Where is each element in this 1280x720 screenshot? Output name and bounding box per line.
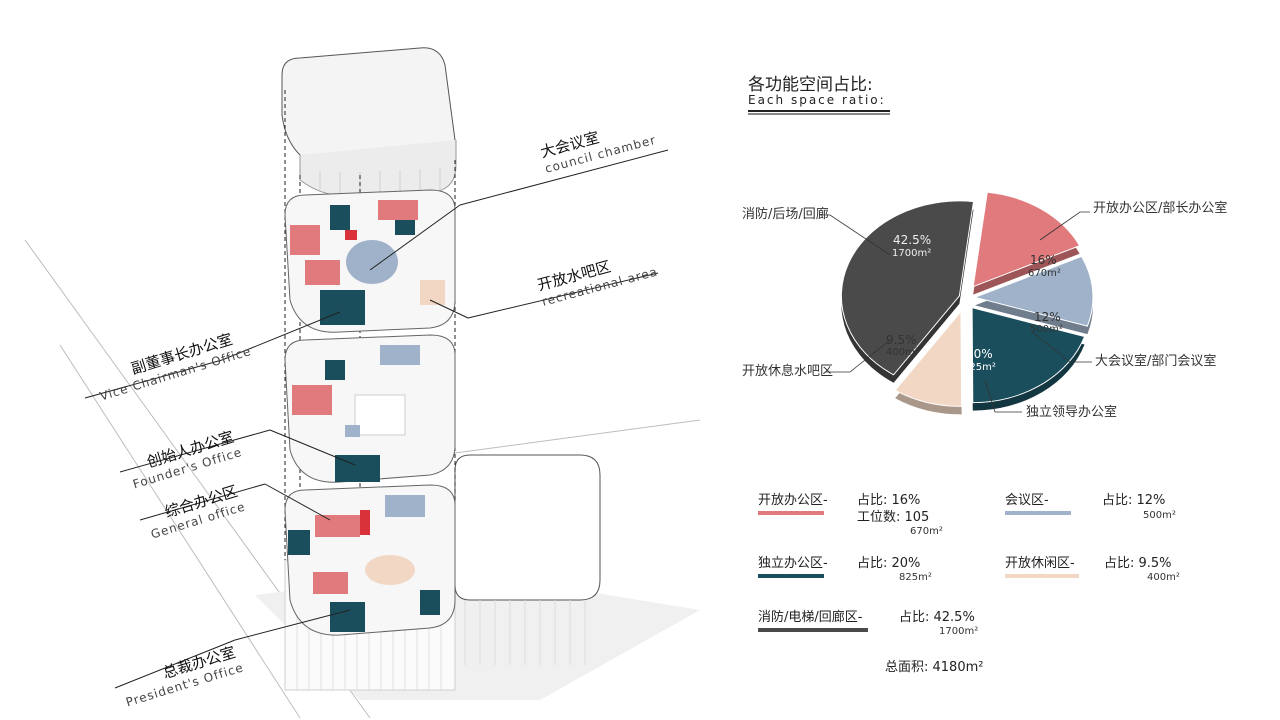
legend-meeting: 会议区- — [1005, 489, 1071, 515]
pie-slice — [894, 310, 963, 407]
floor-middle — [284, 334, 456, 483]
chart-title-en: Each space ratio: — [748, 93, 886, 107]
legend-name: 消防/电梯/回廊区- — [758, 606, 868, 632]
legend-ratio: 占比: 42.5% — [899, 610, 975, 625]
floor-bottom — [284, 484, 456, 636]
legend-area: 1700m² — [939, 626, 979, 637]
slice-percent: 9.5% — [886, 333, 917, 347]
legend-name: 开放休闲区- — [1005, 552, 1079, 578]
legend-leader-office: 独立办公区- — [758, 552, 828, 578]
slice-percent: 12% — [1034, 310, 1061, 324]
legend-open-office: 开放办公区- — [758, 489, 828, 515]
pie-label-open-office: 开放办公区/部长办公室 — [1093, 201, 1228, 216]
slice-area: 1700m² — [892, 248, 932, 259]
slice-area: 670m² — [1028, 268, 1061, 279]
legend-circulation: 消防/电梯/回廊区- — [758, 606, 868, 632]
legend-name: 开放办公区- — [758, 489, 828, 515]
legend-ratio: 占比: 20% — [857, 556, 921, 571]
legend-area: 825m² — [899, 572, 932, 583]
legend-area: 670m² — [910, 526, 943, 537]
legend-lounge: 开放休闲区- — [1005, 552, 1079, 578]
pie-slice — [973, 255, 1094, 327]
pie-label-leader-office: 独立领导办公室 — [1026, 405, 1118, 420]
legend-name: 会议区- — [1005, 489, 1071, 515]
slice-area: 500m² — [1030, 324, 1063, 335]
title-underline-shadow — [748, 113, 890, 115]
pie-leader-line — [825, 339, 891, 373]
legend-ratio: 占比: 12% — [1102, 493, 1166, 508]
pie-leader-line — [1029, 329, 1092, 363]
slice-area: 400m² — [886, 347, 919, 358]
legend-name: 独立办公区- — [758, 552, 828, 578]
legend-ratio: 占比: 16% — [857, 493, 921, 508]
legend-area: 500m² — [1143, 510, 1176, 521]
chart-title-cn: 各功能空间占比: — [748, 75, 873, 95]
floor-top — [284, 189, 456, 333]
pie-label-lounge: 开放休息水吧区 — [742, 364, 834, 379]
title-underline — [748, 110, 890, 112]
pie-label-meeting: 大会议室/部门会议室 — [1095, 354, 1217, 369]
leader-lines — [84, 149, 669, 689]
legend-area: 400m² — [1147, 572, 1180, 583]
pie-slice — [971, 307, 1086, 404]
pie-slice — [972, 191, 1081, 288]
legend-ratio: 占比: 9.5% — [1104, 556, 1172, 571]
legend-extra: 工位数: 105 — [857, 510, 930, 525]
slice-percent: 42.5% — [893, 233, 932, 247]
slice-percent: 20% — [966, 347, 993, 361]
legend-total: 总面积: 4180m² — [885, 660, 984, 675]
pie-label-circulation: 消防/后场/回廊 — [742, 207, 829, 222]
pie-leader-line — [984, 379, 1022, 413]
pie-leader-line — [1039, 211, 1090, 241]
pie-leader-line — [820, 214, 891, 256]
slice-percent: 16% — [1030, 253, 1057, 267]
slice-area: 825m² — [963, 362, 996, 373]
